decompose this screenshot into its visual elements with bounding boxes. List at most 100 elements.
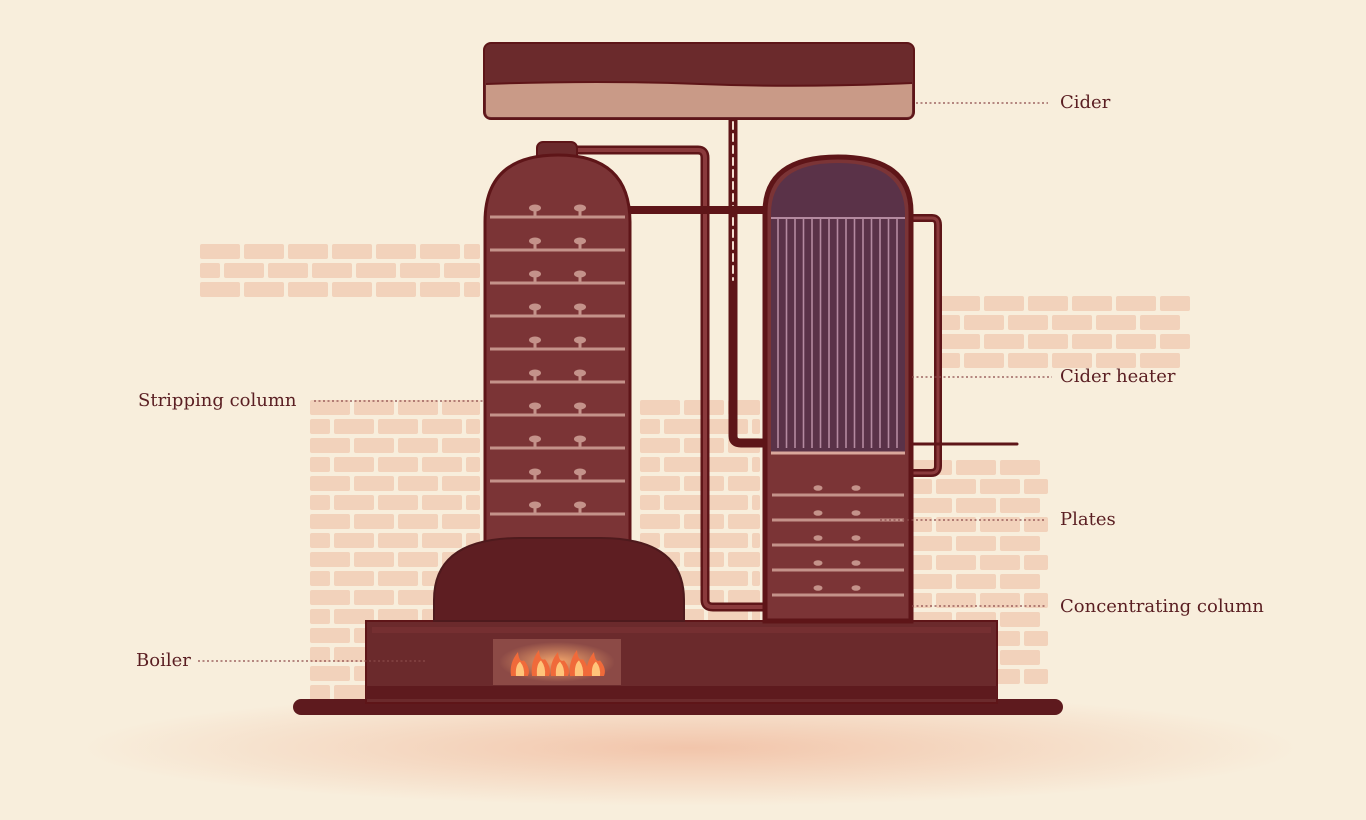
bubble-cap-stem (533, 242, 537, 250)
brick (956, 574, 996, 589)
brick (444, 263, 480, 278)
flame-core (591, 661, 601, 676)
bubble-cap (529, 501, 541, 509)
brick (1028, 296, 1068, 311)
bubble-cap-stem (533, 440, 537, 448)
brick (244, 244, 284, 259)
brick (356, 263, 396, 278)
brick (940, 296, 980, 311)
pipework (555, 113, 1019, 612)
brick (664, 533, 704, 548)
brick (708, 533, 748, 548)
brick (398, 476, 438, 491)
brick (310, 419, 330, 434)
brick (912, 479, 932, 494)
brick (708, 419, 748, 434)
brick (752, 419, 760, 434)
brick (334, 571, 374, 586)
bubble-cap (851, 560, 861, 566)
brick (354, 476, 394, 491)
brick (752, 533, 760, 548)
brick (310, 476, 350, 491)
brick (936, 593, 976, 608)
brick (378, 457, 418, 472)
bubble-cap-stem (533, 209, 537, 217)
brick (940, 353, 960, 368)
brick (640, 514, 680, 529)
brick (310, 514, 350, 529)
brick (378, 533, 418, 548)
brick (310, 685, 330, 700)
brick (464, 244, 480, 259)
flame-icon (510, 650, 605, 676)
brick (310, 552, 350, 567)
brick (334, 685, 374, 700)
bubble-cap-stem (533, 374, 537, 382)
brick (1024, 517, 1048, 532)
brick (310, 590, 350, 605)
brick (1140, 315, 1180, 330)
bubble-cap (529, 435, 541, 443)
brick (912, 517, 932, 532)
brick (400, 263, 440, 278)
bubble-cap-stem (578, 275, 582, 283)
bubble-cap-stem (578, 407, 582, 415)
bubble-cap-stem (533, 308, 537, 316)
brick (310, 609, 330, 624)
brick (310, 438, 350, 453)
brick (728, 552, 760, 567)
brick (398, 400, 438, 415)
brick (1160, 334, 1190, 349)
bubble-cap (574, 303, 586, 311)
brick (1052, 315, 1092, 330)
brick (442, 476, 480, 491)
brick (912, 555, 932, 570)
brick (980, 479, 1020, 494)
brick (224, 263, 264, 278)
brick (378, 495, 418, 510)
bubble-cap-stem (533, 341, 537, 349)
brick (334, 457, 374, 472)
brick (1024, 479, 1048, 494)
bubble-cap (574, 204, 586, 212)
brick (398, 552, 438, 567)
brick (1052, 353, 1092, 368)
brick (1160, 296, 1190, 311)
bubble-cap-stem (578, 440, 582, 448)
bubble-cap (574, 270, 586, 278)
brick (334, 609, 374, 624)
bubble-cap (574, 369, 586, 377)
brick (964, 353, 1004, 368)
concentrating-column (762, 154, 914, 624)
brick (940, 334, 980, 349)
brick (466, 419, 480, 434)
brick (912, 574, 952, 589)
brick (956, 536, 996, 551)
label-concentrating-column: Concentrating column (1060, 596, 1264, 617)
brick (964, 315, 1004, 330)
brick (936, 555, 976, 570)
brick (664, 457, 704, 472)
brick (1008, 353, 1048, 368)
bubble-cap (529, 237, 541, 245)
brick (332, 282, 372, 297)
brick (310, 571, 330, 586)
brick (936, 517, 976, 532)
brick (422, 419, 462, 434)
bubble-cap (851, 585, 861, 591)
brick (640, 476, 680, 491)
brick (354, 552, 394, 567)
brick (664, 495, 704, 510)
brick (442, 400, 480, 415)
bubble-cap (529, 369, 541, 377)
bubble-cap-stem (533, 407, 537, 415)
brick (640, 438, 680, 453)
label-boiler: Boiler (136, 650, 191, 671)
brick (1024, 593, 1048, 608)
brick (466, 495, 480, 510)
brick (200, 244, 240, 259)
brick (310, 400, 350, 415)
brick (466, 457, 480, 472)
brick (1024, 631, 1048, 646)
